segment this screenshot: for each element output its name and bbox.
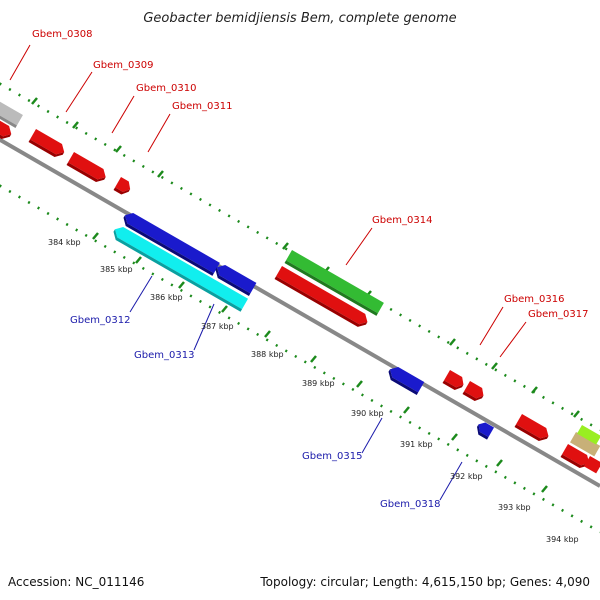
position-labels: 384 kbp 385 kbp 386 kbp 387 kbp 388 kbp … [48,238,579,544]
kbp-label-393: 393 kbp [498,503,531,512]
leader-gbem-0311 [147,113,171,153]
kbp-label-392: 392 kbp [450,472,483,481]
label-gbem-0318[interactable]: Gbem_0318 [380,499,440,510]
leader-gbem-0317 [499,321,527,358]
leader-gbem-0310 [111,95,135,134]
label-gbem-0316[interactable]: Gbem_0316 [504,294,564,305]
gene-gbem-0318-arrow[interactable] [474,420,495,440]
gene-gbem-0315-arrow[interactable] [386,364,425,395]
gene-small-red-arrow[interactable] [113,177,134,197]
kbp-label-384: 384 kbp [48,238,81,247]
map-title: Geobacter bemidjiensis Bem, complete gen… [143,11,456,26]
label-gbem-0317[interactable]: Gbem_0317 [528,309,588,320]
gene-gbem-0316-arrow[interactable] [442,370,467,392]
kbp-label-389: 389 kbp [302,379,335,388]
gene-red-arrow-edge-2[interactable] [584,456,600,474]
gene-lime-arrow[interactable] [577,425,600,445]
gene-gbem-0310-arrow[interactable] [28,129,68,160]
label-leader-lines [9,44,527,501]
gene-gbem-0308-arrow[interactable] [0,96,23,128]
kbp-label-390: 390 kbp [351,409,384,418]
leader-gbem-0312 [129,275,153,313]
kbp-label-387: 387 kbp [201,322,234,331]
gene-gbem-0313-arrow[interactable] [111,224,249,312]
leader-gbem-0309 [65,71,93,113]
label-gbem-0315[interactable]: Gbem_0315 [302,451,362,462]
leader-gbem-0314 [345,227,373,266]
label-gbem-0308[interactable]: Gbem_0308 [32,29,92,40]
gene-gbem-0312-arrow[interactable] [121,210,220,276]
label-gbem-0310[interactable]: Gbem_0310 [136,83,196,94]
genome-stats-text: Topology: circular; Length: 4,615,150 bp… [259,575,590,589]
reverse-strand-genes [111,210,495,440]
gene-gbem-0311-arrow[interactable] [66,152,109,185]
kbp-label-386: 386 kbp [150,293,183,302]
gene-red-arrow-edge-1[interactable] [560,444,593,471]
leader-gbem-0315 [361,417,383,454]
gene-gbem-0314-red-arrow[interactable] [274,266,371,330]
tick-tracks [0,82,600,534]
kbp-label-385: 385 kbp [100,265,133,274]
gene-labels: Gbem_0308 Gbem_0309 Gbem_0310 Gbem_0311 … [32,29,588,510]
gene-gbem-0312b-arrow[interactable] [213,262,257,296]
leader-gbem-0318 [439,461,463,501]
kbp-label-394: 394 kbp [546,535,579,544]
gene-red-arrow-right[interactable] [514,414,552,444]
leader-gbem-0316 [479,306,504,346]
gene-gbem-0317-arrow[interactable] [462,381,487,403]
gene-gbem-0314-arrow[interactable] [284,250,384,316]
forward-strand-genes [0,96,600,474]
gene-gbem-0309-arrow[interactable] [0,115,14,142]
label-gbem-0313[interactable]: Gbem_0313 [134,350,194,361]
outer-dotted-track [0,82,600,432]
label-gbem-0314[interactable]: Gbem_0314 [372,215,432,226]
leader-gbem-0308 [9,44,31,81]
gene-tan-arrow[interactable] [570,432,600,457]
kbp-label-391: 391 kbp [400,440,433,449]
leader-gbem-0313 [193,303,215,351]
label-gbem-0309[interactable]: Gbem_0309 [93,60,153,71]
label-gbem-0311[interactable]: Gbem_0311 [172,101,232,112]
accession-text: Accession: NC_011146 [8,575,144,589]
kbp-label-388: 388 kbp [251,350,284,359]
inner-major-ticks [92,232,548,493]
inner-dotted-track [0,184,600,534]
label-gbem-0312[interactable]: Gbem_0312 [70,315,130,326]
genome-backbone [0,137,600,488]
